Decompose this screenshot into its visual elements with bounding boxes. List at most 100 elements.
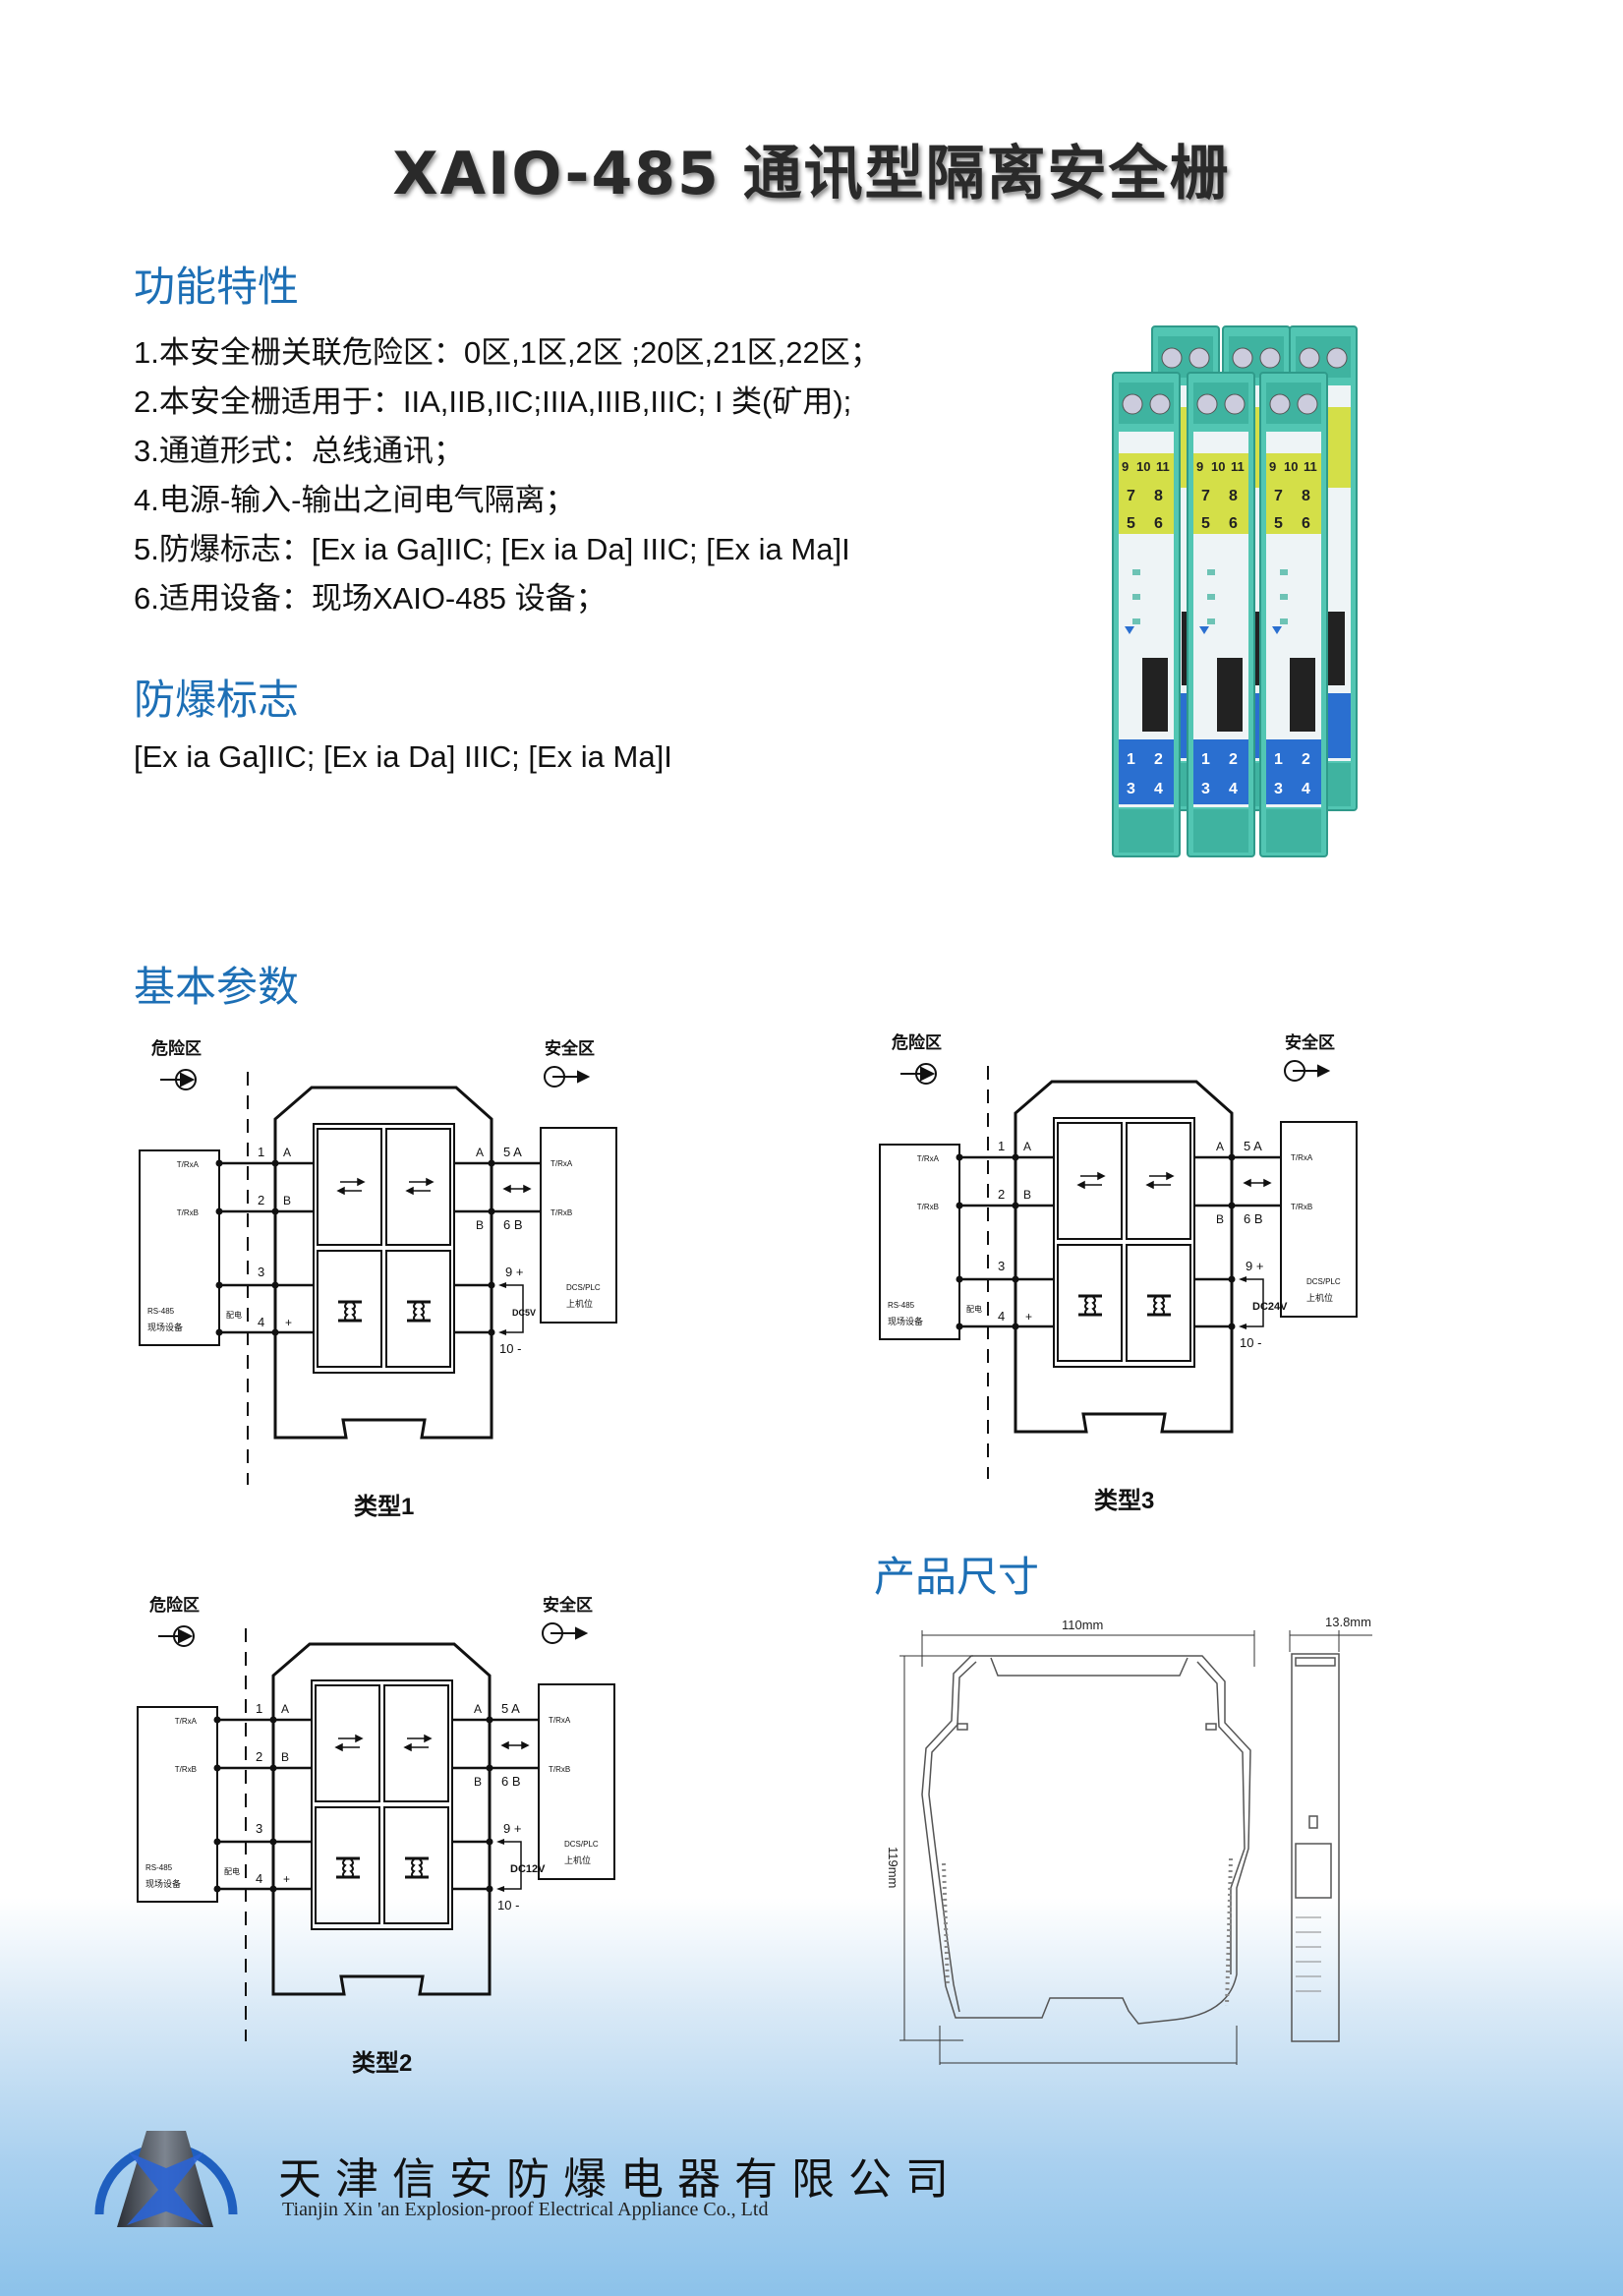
screw-icon — [1297, 393, 1318, 415]
junction-dot — [215, 1159, 223, 1167]
terminal-ra: A — [476, 1146, 484, 1159]
junction-dot — [1012, 1202, 1019, 1209]
terminal-3: 3 — [258, 1265, 264, 1279]
arrow-head — [1166, 1171, 1175, 1181]
junction-dot — [1228, 1323, 1236, 1330]
marking-text: [Ex ia Ga]IIC; [Ex ia Da] IIIC; [Ex ia M… — [134, 739, 672, 774]
safe-zone-label: 安全区 — [1285, 1032, 1335, 1052]
terminal-rb: B — [1216, 1212, 1224, 1226]
arrow-head — [1145, 1180, 1154, 1190]
field-txb-label: T/RxB — [175, 1765, 197, 1774]
junction-dot — [269, 1764, 277, 1772]
host-device-name: 上机位 — [1306, 1292, 1333, 1303]
field-txa-label: T/RxA — [177, 1160, 200, 1169]
terminal-4: 4 — [258, 1315, 264, 1329]
bidirectional-arrow-icon — [336, 1177, 532, 1196]
terminal-number: 10 — [1284, 459, 1298, 474]
company-name-cn: 天津信安防爆电器有限公司 — [278, 2154, 962, 2205]
safe-zone-arrow-icon — [542, 1622, 589, 1644]
screw-icon — [1224, 393, 1246, 415]
arrow-head — [1263, 1178, 1272, 1188]
coil — [413, 1302, 425, 1322]
arrow-head — [336, 1186, 345, 1196]
terminal-plus: + — [283, 1872, 290, 1886]
terminal-number: 8 — [1302, 488, 1310, 504]
terminal-10: 10 - — [499, 1341, 521, 1356]
host-device-box — [540, 1127, 617, 1324]
barrier-housing — [271, 1642, 492, 1996]
arrow-head — [1239, 1276, 1246, 1282]
status-led — [1207, 618, 1215, 624]
power-supply-label: 配电 — [224, 1866, 240, 1876]
junction-dot — [488, 1328, 495, 1336]
feature-item: 2.本安全栅适用于：IIA,IIB,IIC;IIIA,IIIB,IIIC; I … — [134, 384, 852, 419]
isolation-cell — [1126, 1244, 1191, 1362]
arrow-head — [334, 1742, 343, 1752]
bottom-terminal-block — [1193, 809, 1248, 853]
host-txa-label: T/RxA — [1291, 1153, 1313, 1162]
triangle — [178, 1628, 194, 1644]
terminal-number: 8 — [1154, 488, 1163, 504]
side-view-outline — [1291, 1653, 1340, 2042]
junction-dot — [956, 1153, 963, 1161]
diagram-lines — [137, 1628, 615, 2041]
safe-zone-label: 安全区 — [545, 1038, 595, 1058]
transformer-icon — [338, 1300, 362, 1323]
junction-dot — [956, 1275, 963, 1283]
feature-item: 1.本安全栅关联危险区：0区,1区,2区 ;20区,21区,22区； — [134, 335, 881, 370]
arrow-head — [355, 1734, 364, 1743]
arrow-head — [426, 1177, 435, 1187]
triangle — [180, 1072, 196, 1088]
brand-mark-icon — [1125, 626, 1134, 634]
field-device-box — [879, 1144, 960, 1340]
feature-item: 5.防爆标志：[Ex ia Ga]IIC; [Ex ia Da] IIIC; [… — [134, 532, 850, 566]
terminal-10: 10 - — [497, 1898, 519, 1913]
terminal-plus: + — [285, 1316, 292, 1329]
terminal-number: 8 — [1229, 488, 1238, 504]
status-led — [1132, 594, 1140, 600]
safe-zone-arrow-icon — [1284, 1060, 1331, 1082]
terminal-ra: A — [474, 1702, 482, 1716]
junction-dot — [215, 1281, 223, 1289]
brand-mark-icon — [1272, 626, 1282, 634]
terminal-a: A — [283, 1146, 291, 1159]
junction-dot — [213, 1885, 221, 1893]
terminal-number: 4 — [1154, 781, 1163, 797]
terminal-rb: B — [474, 1775, 482, 1789]
terminal-number: 11 — [1156, 459, 1170, 474]
terminal-2: 2 — [256, 1749, 262, 1764]
housing-outline — [921, 1655, 1251, 2025]
diagram-caption: 类型1 — [354, 1494, 414, 1520]
terminal-1: 1 — [258, 1145, 264, 1159]
arrow-head — [403, 1742, 412, 1752]
height-label: 119mm — [886, 1847, 900, 1888]
coil — [342, 1858, 354, 1878]
power-bracket — [499, 1841, 522, 1890]
yellow-terminal-block — [1266, 453, 1321, 534]
isolation-cell — [317, 1128, 382, 1246]
junction-dots — [215, 1159, 506, 1336]
junction-dot — [486, 1838, 493, 1846]
transformer-icon — [1147, 1294, 1171, 1317]
host-txb-label: T/RxB — [1291, 1203, 1312, 1211]
junction-dot — [1228, 1153, 1236, 1161]
bidirectional-arrow-icon — [1076, 1171, 1272, 1190]
terminal-number: 5 — [1201, 515, 1210, 532]
status-led — [1280, 618, 1288, 624]
terminal-number: 6 — [1302, 515, 1310, 532]
arrow-head — [498, 1282, 506, 1288]
terminal-10: 10 - — [1240, 1335, 1261, 1350]
barrier-housing — [1014, 1080, 1234, 1434]
arrow-head — [405, 1186, 414, 1196]
junction-dot — [1228, 1275, 1236, 1283]
terminal-number: 5 — [1127, 515, 1135, 532]
blue-terminal-block — [1193, 739, 1248, 804]
features-list: 1.本安全栅关联危险区：0区,1区,2区 ;20区,21区,22区； 2.本安全… — [134, 328, 881, 623]
features-heading: 功能特性 — [134, 263, 300, 311]
coil — [1084, 1296, 1096, 1316]
arrow-head — [500, 1740, 509, 1750]
host-device-name: 上机位 — [566, 1298, 593, 1309]
module-frame — [311, 1679, 453, 1930]
terminal-3: 3 — [256, 1821, 262, 1836]
